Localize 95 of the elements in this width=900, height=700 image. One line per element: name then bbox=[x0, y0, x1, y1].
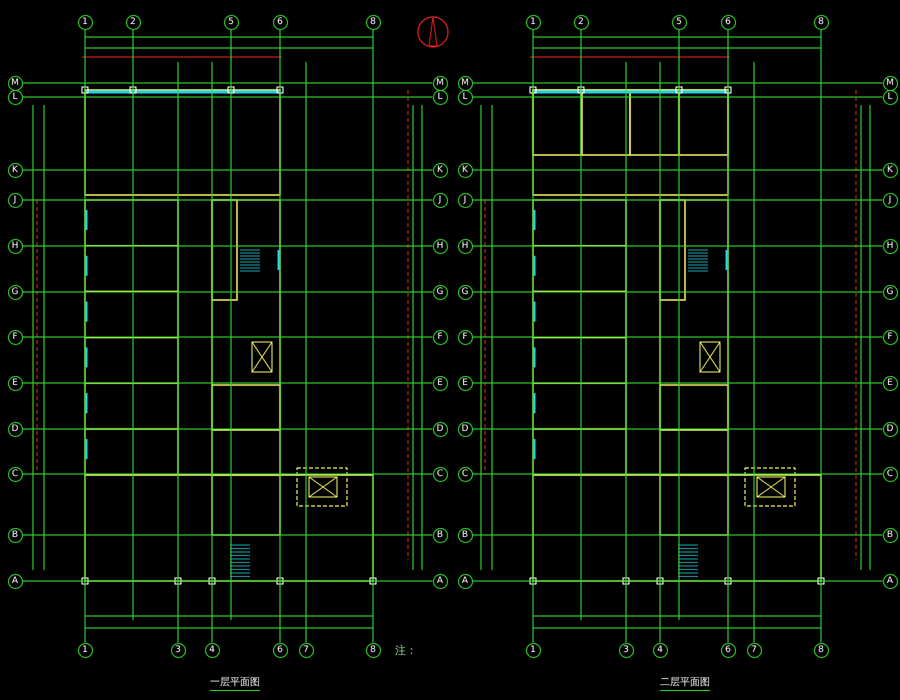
axis-line bbox=[472, 336, 883, 338]
axis-bubble: J bbox=[432, 192, 448, 208]
axis-bubble: F bbox=[458, 330, 472, 344]
axis-bubble: B bbox=[458, 528, 472, 542]
axis-bubble: 7 bbox=[746, 642, 762, 658]
axis-bubble: F bbox=[882, 330, 898, 344]
axis-bubble: 3 bbox=[618, 642, 634, 658]
axis-line bbox=[230, 29, 232, 620]
axis-bubble: A bbox=[882, 574, 898, 588]
axis-bubble: F bbox=[8, 330, 22, 344]
axis-bubble: 7 bbox=[298, 642, 314, 658]
axis-bubble: 2 bbox=[574, 14, 588, 30]
axis-line bbox=[820, 29, 822, 643]
axis-bubble: K bbox=[458, 162, 472, 178]
axis-bubble: G bbox=[432, 284, 448, 300]
axis-bubble: J bbox=[8, 192, 22, 208]
axis-bubble: D bbox=[8, 422, 22, 436]
axis-bubble: G bbox=[8, 284, 22, 300]
axis-bubble: A bbox=[432, 574, 448, 588]
axis-bubble: 6 bbox=[272, 14, 288, 30]
axis-bubble: 4 bbox=[204, 642, 220, 658]
axis-bubble: H bbox=[882, 238, 898, 254]
axis-bubble: C bbox=[882, 466, 898, 482]
axis-bubble: A bbox=[458, 574, 472, 588]
axis-bubble: E bbox=[8, 376, 22, 390]
axis-line bbox=[132, 29, 134, 620]
axis-line bbox=[678, 29, 680, 620]
axis-bubble: 8 bbox=[366, 642, 380, 658]
axis-bubble: A bbox=[8, 574, 22, 588]
axis-line bbox=[372, 29, 374, 643]
axis-bubble: 3 bbox=[170, 642, 186, 658]
axis-bubble: C bbox=[432, 466, 448, 482]
axis-bubble: 1 bbox=[526, 642, 540, 658]
axis-bubble: K bbox=[8, 162, 22, 178]
axis-bubble: H bbox=[8, 238, 22, 254]
axis-line bbox=[84, 29, 86, 643]
axis-bubble: M bbox=[882, 76, 898, 90]
drawing-title: 一层平面图 bbox=[210, 675, 260, 691]
axis-line bbox=[22, 382, 433, 384]
axis-bubble: K bbox=[882, 162, 898, 178]
axis-bubble: B bbox=[8, 528, 22, 542]
axis-bubble: L bbox=[882, 90, 898, 104]
axis-bubble: F bbox=[432, 330, 448, 344]
axis-bubble: L bbox=[458, 90, 472, 104]
axis-bubble: L bbox=[432, 90, 448, 104]
axis-bubble: E bbox=[882, 376, 898, 390]
axis-bubble: 1 bbox=[78, 642, 92, 658]
axis-line bbox=[22, 428, 433, 430]
axis-bubble: 1 bbox=[78, 14, 92, 30]
axis-bubble: 6 bbox=[272, 642, 288, 658]
axis-bubble: E bbox=[432, 376, 448, 390]
axis-bubble: B bbox=[882, 528, 898, 542]
axis-bubble: L bbox=[8, 90, 22, 104]
axis-bubble: H bbox=[458, 238, 472, 254]
axis-line bbox=[22, 580, 433, 582]
axis-line bbox=[22, 534, 433, 536]
axis-bubble: D bbox=[458, 422, 472, 436]
axis-bubble: G bbox=[882, 284, 898, 300]
axis-bubble: J bbox=[882, 192, 898, 208]
note-heading: 注： bbox=[395, 643, 417, 658]
axis-line bbox=[472, 382, 883, 384]
axis-bubble: M bbox=[8, 76, 22, 90]
axis-line bbox=[472, 580, 883, 582]
axis-bubble: 8 bbox=[814, 14, 828, 30]
axis-bubble: 8 bbox=[814, 642, 828, 658]
axis-bubble: 2 bbox=[126, 14, 140, 30]
axis-bubble: D bbox=[882, 422, 898, 436]
axis-bubble: D bbox=[432, 422, 448, 436]
axis-line bbox=[22, 82, 433, 84]
axis-line bbox=[472, 82, 883, 84]
axis-bubble: M bbox=[458, 76, 472, 90]
axis-bubble: 5 bbox=[224, 14, 238, 30]
axis-line bbox=[472, 96, 883, 98]
axis-bubble: C bbox=[8, 466, 22, 482]
axis-bubble: G bbox=[458, 284, 472, 300]
axis-bubble: 5 bbox=[672, 14, 686, 30]
axis-bubble: 6 bbox=[720, 14, 736, 30]
axis-bubble: E bbox=[458, 376, 472, 390]
axis-line bbox=[22, 96, 433, 98]
axis-bubble: J bbox=[458, 192, 472, 208]
axis-bubble: 4 bbox=[652, 642, 668, 658]
axis-line bbox=[472, 428, 883, 430]
axis-line bbox=[532, 29, 534, 643]
axis-bubble: 6 bbox=[720, 642, 736, 658]
axis-line bbox=[472, 534, 883, 536]
axis-bubble: 1 bbox=[526, 14, 540, 30]
axis-bubble: H bbox=[432, 238, 448, 254]
axis-bubble: C bbox=[458, 466, 472, 482]
axis-bubble: K bbox=[432, 162, 448, 178]
axis-line bbox=[580, 29, 582, 620]
axis-bubble: B bbox=[432, 528, 448, 542]
axis-bubble: 8 bbox=[366, 14, 380, 30]
axis-bubble: M bbox=[432, 76, 448, 90]
axis-line bbox=[22, 336, 433, 338]
drawing-title: 二层平面图 bbox=[660, 675, 710, 691]
